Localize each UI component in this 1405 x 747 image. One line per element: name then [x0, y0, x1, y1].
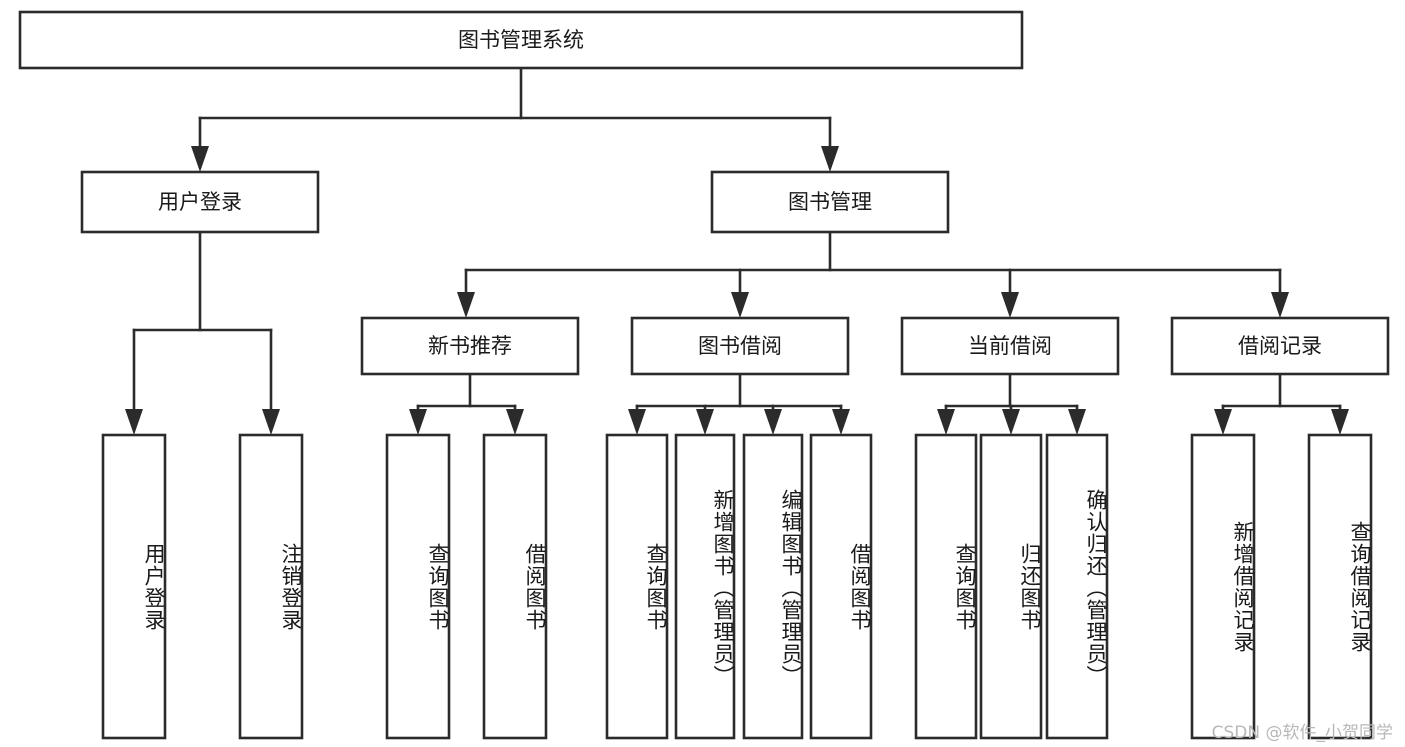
node-user-login[interactable]: 用户登录 [80, 170, 320, 234]
leaf-add-record-rect[interactable] [1190, 433, 1256, 740]
connector-group-userlogin [125, 230, 280, 435]
arrow-head-bookmanage [821, 146, 839, 172]
node-current-borrow-rect[interactable] [900, 316, 1120, 376]
leaf-return-book-rect[interactable] [979, 433, 1043, 740]
connector-group-bookborrow [628, 372, 850, 435]
node-book-borrow-rect[interactable] [630, 316, 850, 376]
watermark-text: CSDN @软件_小贺同学 [1211, 723, 1393, 743]
arrow-head-leaf-add-book [696, 409, 714, 435]
node-borrow-record[interactable]: 借阅记录 [1170, 316, 1390, 376]
node-current-borrow[interactable]: 当前借阅 [900, 316, 1120, 376]
node-current-borrow-label: 当前借阅 [968, 334, 1052, 358]
node-root-rect[interactable] [18, 10, 1024, 70]
arrow-head-leaf-user-login [125, 409, 143, 435]
node-new-book-rec[interactable]: 新书推荐 [360, 316, 580, 376]
arrow-head-leaf-borrow-book-1 [506, 409, 524, 435]
connector-group-borrowrecord [1214, 372, 1349, 435]
arrow-head-leaf-query-record [1331, 409, 1349, 435]
connector-group-root [191, 66, 839, 172]
node-new-book-rec-label: 新书推荐 [428, 334, 512, 358]
leaf-node-group [101, 433, 1373, 740]
leaf-add-book-rect[interactable] [674, 433, 736, 740]
node-book-borrow[interactable]: 图书借阅 [630, 316, 850, 376]
arrow-head-leaf-add-record [1214, 409, 1232, 435]
leaf-query-book-3-rect[interactable] [914, 433, 978, 740]
node-borrow-record-label: 借阅记录 [1238, 334, 1322, 358]
arrow-head-borrow-record [1271, 292, 1289, 318]
arrow-head-leaf-query-book-3 [937, 409, 955, 435]
leaf-borrow-book-1-rect[interactable] [482, 433, 548, 740]
leaf-query-record-rect[interactable] [1307, 433, 1373, 740]
arrow-head-leaf-query-book-1 [409, 409, 427, 435]
leaf-user-logout-rect[interactable] [238, 433, 304, 740]
arrow-head-leaf-borrow-book-2 [832, 409, 850, 435]
node-root-label: 图书管理系统 [458, 28, 584, 52]
leaf-query-book-1-rect[interactable] [385, 433, 451, 740]
leaf-borrow-book-2-rect[interactable] [809, 433, 873, 740]
connector-group-newbookrec [409, 372, 524, 435]
node-borrow-record-rect[interactable] [1170, 316, 1390, 376]
arrow-head-leaf-return-book [1002, 409, 1020, 435]
leaf-query-book-2-rect[interactable] [605, 433, 669, 740]
leaf-user-login-rect[interactable] [101, 433, 167, 740]
arrow-head-leaf-user-logout [262, 409, 280, 435]
node-user-login-label: 用户登录 [158, 190, 242, 214]
node-book-borrow-label: 图书借阅 [698, 334, 782, 358]
arrow-head-new-book-rec [457, 292, 475, 318]
node-book-manage-label: 图书管理 [788, 190, 872, 214]
arrow-head-current-borrow [1001, 292, 1019, 318]
node-user-login-rect[interactable] [80, 170, 320, 234]
node-book-manage-rect[interactable] [710, 170, 950, 234]
arrow-head-userlogin [191, 146, 209, 172]
node-root[interactable]: 图书管理系统 [18, 10, 1024, 70]
arrow-head-leaf-query-book-2 [628, 409, 646, 435]
arrow-head-leaf-edit-book [764, 409, 782, 435]
node-book-manage[interactable]: 图书管理 [710, 170, 950, 234]
arrow-head-leaf-confirm-return [1068, 409, 1086, 435]
connector-group-currentborrow [937, 372, 1086, 435]
arrow-head-book-borrow [731, 292, 749, 318]
leaf-edit-book-rect[interactable] [742, 433, 804, 740]
node-new-book-rec-rect[interactable] [360, 316, 580, 376]
connector-group-bookmanage [457, 230, 1289, 318]
leaf-confirm-return-rect[interactable] [1045, 433, 1109, 740]
